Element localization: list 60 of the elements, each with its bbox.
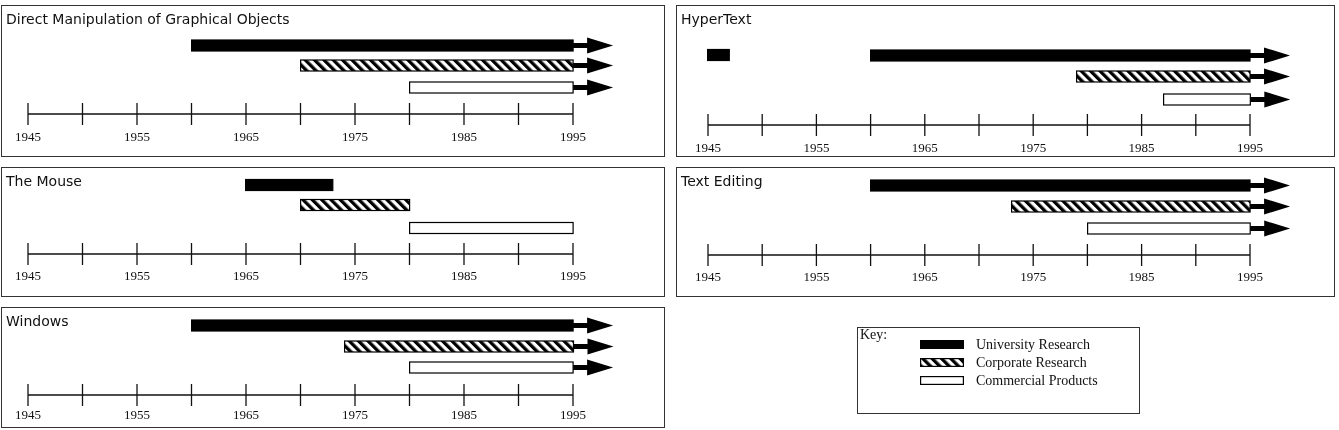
legend-label: Commercial Products bbox=[976, 372, 1098, 389]
tick-label: 1955 bbox=[803, 139, 830, 155]
tick-label: 1965 bbox=[911, 139, 938, 155]
tick-label: 1975 bbox=[342, 406, 368, 422]
tick-label: 1965 bbox=[233, 406, 259, 422]
chart-panel bbox=[1, 307, 665, 428]
tick-label: 1945 bbox=[695, 268, 721, 284]
timeline-bar bbox=[1086, 219, 1291, 237]
tick-label: 1995 bbox=[560, 128, 586, 144]
panel-title: HyperText bbox=[681, 10, 752, 28]
timeline-bar bbox=[245, 179, 334, 191]
tick-label: 1955 bbox=[124, 406, 150, 422]
panel-title: Text Editing bbox=[681, 172, 763, 190]
timeline-bar bbox=[408, 78, 614, 96]
tick-label: 1995 bbox=[560, 267, 586, 283]
tick-label: 1945 bbox=[15, 267, 41, 283]
tick-label: 1975 bbox=[1020, 268, 1047, 284]
timeline-bar bbox=[870, 46, 1291, 64]
tick-label: 1945 bbox=[695, 139, 721, 155]
chart-panel bbox=[676, 167, 1335, 297]
panel-title: Direct Manipulation of Graphical Objects bbox=[6, 10, 290, 28]
tick-label: 1985 bbox=[451, 406, 477, 422]
timeline-bar bbox=[190, 36, 614, 54]
tick-label: 1965 bbox=[911, 268, 938, 284]
tick-label: 1985 bbox=[1128, 139, 1155, 155]
timeline-bar bbox=[1075, 67, 1291, 85]
tick-label: 1955 bbox=[124, 267, 150, 283]
timeline-bar bbox=[1010, 197, 1291, 215]
tick-label: 1975 bbox=[342, 267, 368, 283]
tick-label: 1955 bbox=[803, 268, 830, 284]
chart-panel bbox=[1, 167, 665, 297]
tick-label: 1995 bbox=[560, 406, 586, 422]
timeline-bar bbox=[190, 316, 614, 334]
tick-label: 1965 bbox=[233, 128, 259, 144]
chart-panel bbox=[1, 5, 665, 157]
timeline-bar bbox=[1162, 90, 1291, 108]
timeline-bar bbox=[299, 199, 411, 211]
panel-title: The Mouse bbox=[6, 172, 82, 190]
tick-label: 1975 bbox=[1020, 139, 1047, 155]
chart-panel bbox=[676, 5, 1335, 157]
tick-label: 1945 bbox=[15, 128, 41, 144]
tick-label: 1985 bbox=[1128, 268, 1155, 284]
tick-label: 1995 bbox=[1237, 139, 1263, 155]
legend-heading: Key: bbox=[860, 327, 888, 343]
tick-label: 1985 bbox=[451, 267, 477, 283]
tick-label: 1945 bbox=[15, 406, 41, 422]
legend-label: University Research bbox=[976, 336, 1090, 353]
timeline-bar bbox=[408, 358, 614, 376]
tick-label: 1995 bbox=[1237, 268, 1263, 284]
timeline-bar bbox=[870, 176, 1291, 194]
tick-label: 1975 bbox=[342, 128, 368, 144]
tick-label: 1965 bbox=[233, 267, 259, 283]
tick-label: 1985 bbox=[451, 128, 477, 144]
tick-label: 1955 bbox=[124, 128, 150, 144]
legend-label: Corporate Research bbox=[976, 354, 1087, 371]
timeline-bar bbox=[408, 222, 574, 234]
panel-title: Windows bbox=[6, 312, 69, 330]
timeline-bar bbox=[707, 49, 731, 61]
timeline-bar bbox=[343, 337, 614, 355]
timeline-bar bbox=[299, 56, 614, 74]
